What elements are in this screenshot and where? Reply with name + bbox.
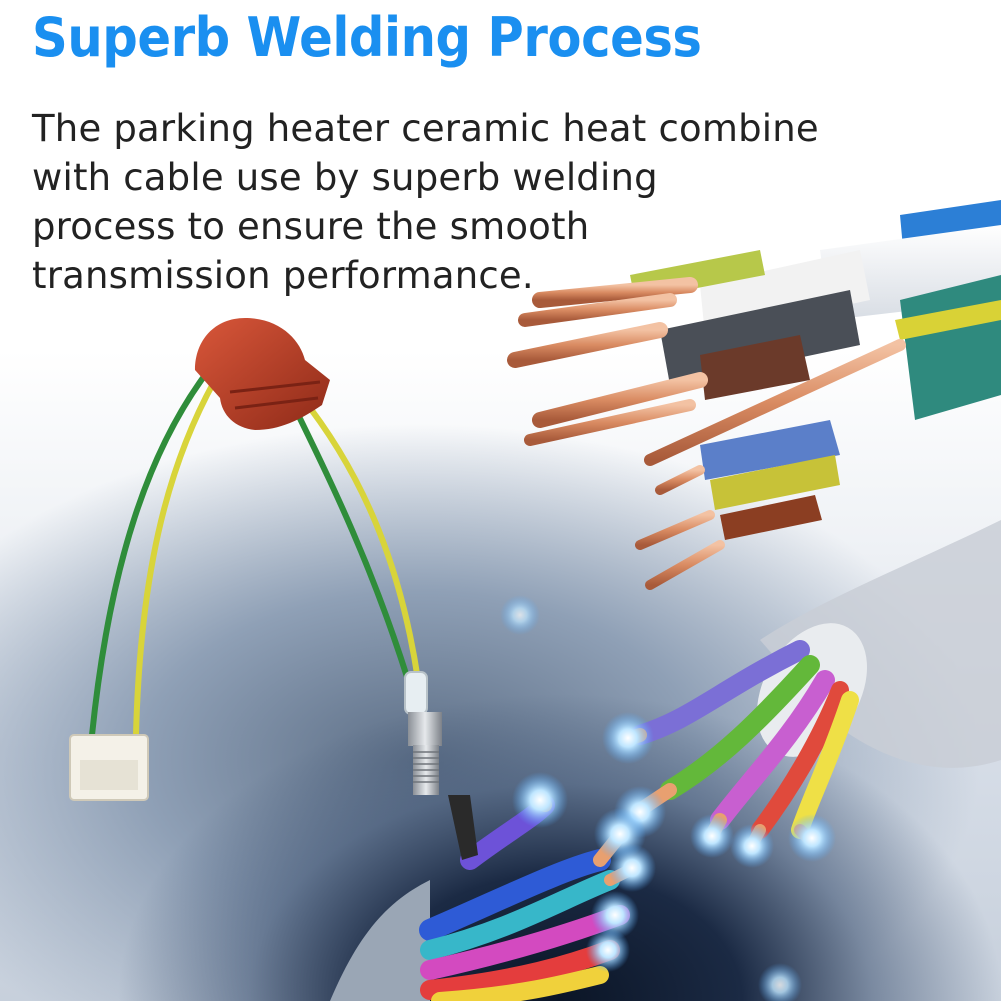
- description-line: The parking heater ceramic heat combine: [32, 107, 819, 150]
- description-line: transmission performance.: [32, 254, 534, 297]
- spark-glows: [500, 595, 836, 1001]
- headline: Superb Welding Process: [32, 6, 702, 69]
- cable-bundle-top: [507, 200, 1001, 590]
- description: The parking heater ceramic heat combine …: [32, 104, 852, 300]
- description-line: with cable use by superb welding: [32, 156, 658, 199]
- glow-plug-product: [69, 318, 478, 860]
- description-line: process to ensure the smooth: [32, 205, 590, 248]
